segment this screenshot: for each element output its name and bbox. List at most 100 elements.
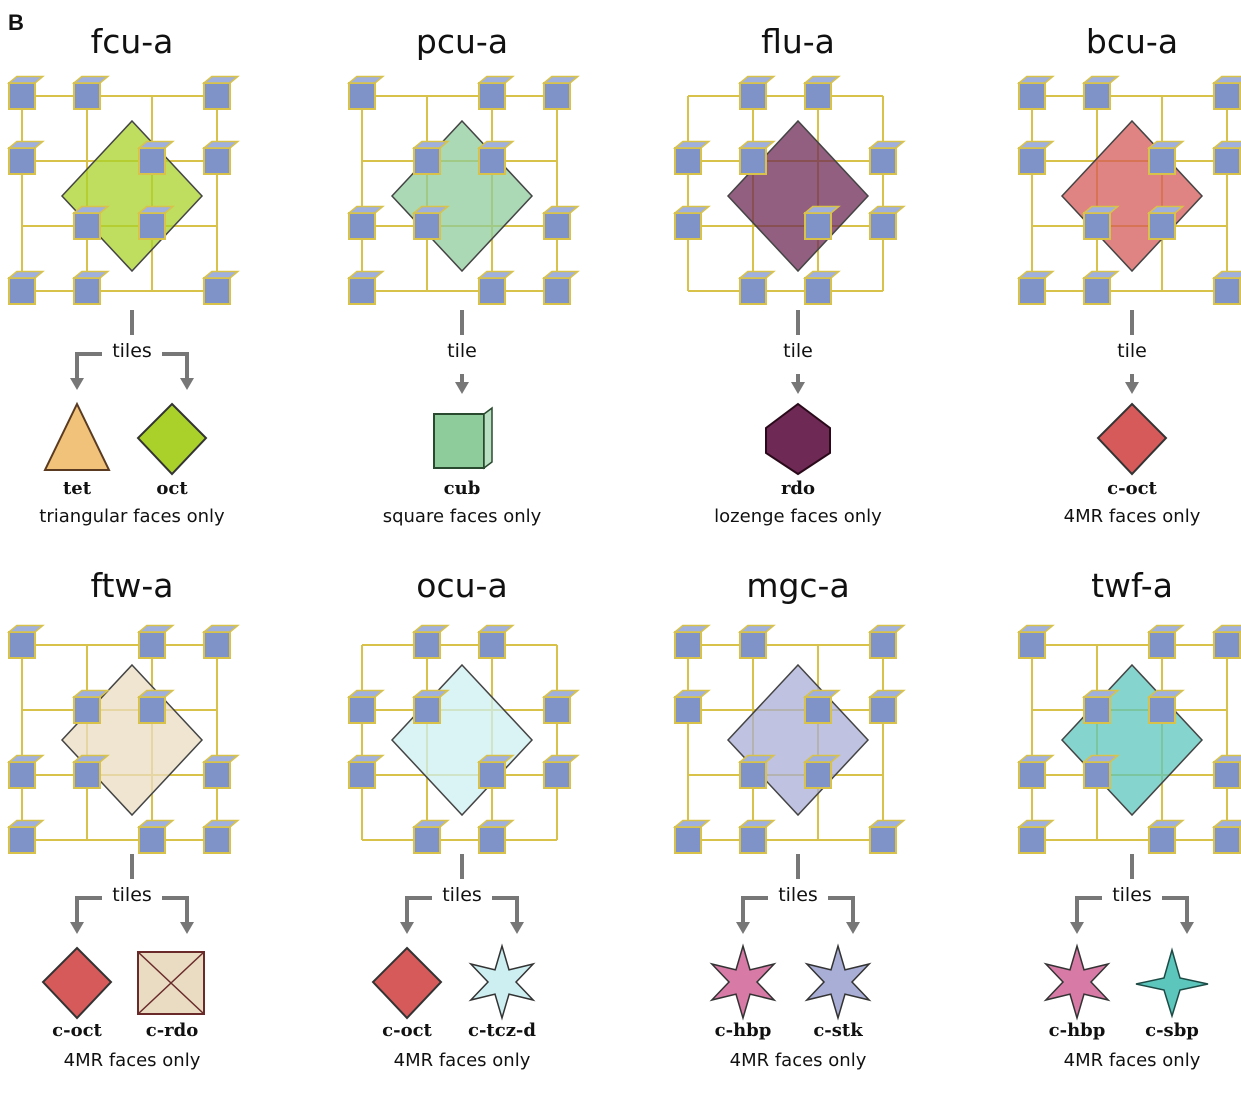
node-cube <box>1214 278 1240 304</box>
node-cube <box>1149 632 1175 658</box>
net-title: bcu-a <box>982 22 1241 61</box>
network-structure-image <box>992 66 1241 326</box>
node-cube <box>9 148 35 174</box>
net-title: flu-a <box>648 22 948 61</box>
node-cube <box>1214 762 1240 788</box>
node-cube <box>349 278 375 304</box>
node-cube <box>204 83 230 109</box>
c-sbp-tile-icon <box>1132 942 1212 1022</box>
faces-caption: lozenge faces only <box>648 506 948 527</box>
node-cube <box>479 148 505 174</box>
node-cube <box>740 827 766 853</box>
connector-arrows <box>648 338 948 398</box>
connector-stem <box>130 310 134 335</box>
tile-name-label: cub <box>407 478 517 499</box>
node-cube <box>740 762 766 788</box>
net-panel-mgc-a: mgc-atilesc-hbpc-stk4MR faces only <box>648 544 948 1084</box>
node-cube <box>139 827 165 853</box>
node-cube <box>74 213 100 239</box>
node-cube <box>349 83 375 109</box>
node-cube <box>1214 827 1240 853</box>
central-tile-shape <box>62 665 202 815</box>
central-tile-shape <box>728 665 868 815</box>
node-cube <box>479 762 505 788</box>
node-cube <box>544 278 570 304</box>
node-cube <box>1149 827 1175 853</box>
node-cube <box>1084 762 1110 788</box>
node-cube <box>9 827 35 853</box>
node-cube <box>204 762 230 788</box>
node-cube <box>1149 148 1175 174</box>
central-tile-shape <box>392 665 532 815</box>
tile-name-label: c-tcz-d <box>447 1020 557 1041</box>
network-structure-image <box>992 610 1241 870</box>
tile-name-label: c-oct <box>22 1020 132 1041</box>
faces-caption: 4MR faces only <box>982 506 1241 527</box>
network-structure-image <box>322 610 602 870</box>
node-cube <box>74 697 100 723</box>
faces-caption: 4MR faces only <box>0 1050 282 1071</box>
connector-arrows <box>312 882 612 942</box>
connector-arrows <box>0 338 282 398</box>
connector-arrows <box>648 882 948 942</box>
node-cube <box>414 827 440 853</box>
tile-name-label: tet <box>22 478 132 499</box>
node-cube <box>675 213 701 239</box>
node-cube <box>1149 697 1175 723</box>
central-tile-shape <box>62 121 202 271</box>
tile-name-label: c-stk <box>783 1020 893 1041</box>
c-oct-tile-icon <box>37 942 117 1022</box>
net-title: ftw-a <box>0 566 282 605</box>
node-cube <box>204 278 230 304</box>
node-cube <box>139 213 165 239</box>
node-cube <box>1214 632 1240 658</box>
node-cube <box>870 148 896 174</box>
node-cube <box>1019 278 1045 304</box>
faces-caption: 4MR faces only <box>312 1050 612 1071</box>
connector-stem <box>460 310 464 335</box>
node-cube <box>1019 83 1045 109</box>
node-cube <box>740 278 766 304</box>
node-cube <box>74 83 100 109</box>
network-structure-image <box>322 66 602 326</box>
node-cube <box>544 83 570 109</box>
node-cube <box>9 278 35 304</box>
connector-stem <box>1130 854 1134 879</box>
node-cube <box>1084 278 1110 304</box>
node-cube <box>1019 762 1045 788</box>
tile-name-label: c-oct <box>352 1020 462 1041</box>
node-cube <box>479 827 505 853</box>
net-panel-fcu-a: fcu-atilestetocttriangular faces only <box>0 0 282 540</box>
node-cube <box>414 697 440 723</box>
tile-name-label: rdo <box>743 478 853 499</box>
node-cube <box>349 697 375 723</box>
node-cube <box>1214 83 1240 109</box>
c-rdo-tile-icon <box>132 942 212 1022</box>
node-cube <box>870 632 896 658</box>
connector-stem <box>1130 310 1134 335</box>
tile-name-label: oct <box>117 478 227 499</box>
node-cube <box>544 213 570 239</box>
node-cube <box>544 762 570 788</box>
node-cube <box>479 632 505 658</box>
network-structure-image <box>0 610 272 870</box>
network-structure-image <box>658 66 938 326</box>
c-oct-tile-icon <box>1092 398 1172 478</box>
net-panel-bcu-a: bcu-atilec-oct4MR faces only <box>982 0 1241 540</box>
node-cube <box>9 762 35 788</box>
node-cube <box>805 697 831 723</box>
node-cube <box>1019 827 1045 853</box>
connector-arrows <box>312 338 612 398</box>
node-cube <box>1084 697 1110 723</box>
node-cube <box>1019 632 1045 658</box>
node-cube <box>1084 83 1110 109</box>
node-cube <box>675 827 701 853</box>
node-cube <box>544 697 570 723</box>
node-cube <box>204 148 230 174</box>
oct-tile-icon <box>132 398 212 478</box>
tile-name-label: c-hbp <box>1022 1020 1132 1041</box>
tet-tile-icon <box>37 398 117 478</box>
node-cube <box>414 632 440 658</box>
